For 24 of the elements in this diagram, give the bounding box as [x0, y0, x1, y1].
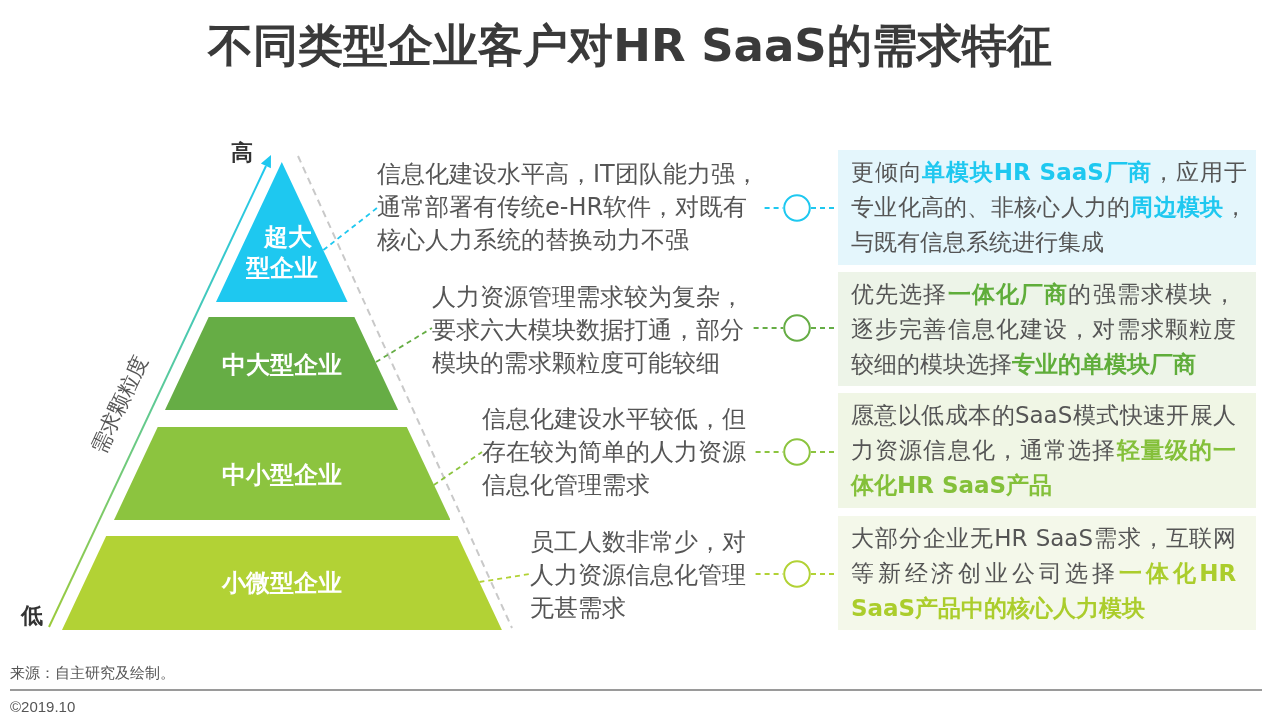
connector-line [752, 327, 784, 329]
description-text: 信息化建设水平较低，但存在较为简单的人力资源信息化管理需求 [482, 403, 756, 502]
info-box: 优先选择一体化厂商的强需求模块，逐步完善信息化建设，对需求颗粒度较细的模块选择专业的单模块厂商 [838, 272, 1256, 386]
pyramid-layer: 超大型企业 [216, 162, 348, 302]
pyramid-layer: 小微型企业 [62, 536, 502, 630]
axis-label: 低 [21, 602, 43, 630]
circle-marker [783, 314, 811, 342]
leader-line [478, 573, 531, 583]
description-text: 员工人数非常少，对人力资源信息化管理无甚需求 [530, 526, 756, 625]
title: 不同类型企业客户对HR SaaS的需求特征 [208, 19, 1052, 73]
leader-line [432, 451, 483, 486]
description-text: 信息化建设水平高，IT团队能力强，通常部署有传统e-HR软件，对既有核心人力系统的替换动力不强 [377, 158, 765, 257]
circle-marker [783, 194, 811, 222]
circle-marker [783, 560, 811, 588]
circle-marker [783, 438, 811, 466]
copyright-note: ©2019.10 [10, 698, 76, 716]
source-note: 来源：自主研究及绘制。 [10, 664, 175, 682]
info-box: 大部分企业无HR SaaS需求，互联网等新经济创业公司选择一体化HR SaaS产品中的核心人力模块 [838, 516, 1256, 630]
pyramid-layer: 中大型企业 [165, 317, 399, 410]
leader-line [375, 327, 433, 363]
description-text: 人力资源管理需求较为复杂，要求六大模块数据打通，部分模块的需求颗粒度可能较细 [432, 281, 754, 380]
info-box: 愿意以低成本的SaaS模式快速开展人力资源信息化，通常选择轻量级的一体化HR SaaS产品 [838, 393, 1256, 508]
info-box: 更倾向单模块HR SaaS厂商，应用于专业化高的、非核心人力的周边模块，与既有信息系统进行集成 [838, 150, 1256, 265]
leader-line [322, 207, 378, 251]
